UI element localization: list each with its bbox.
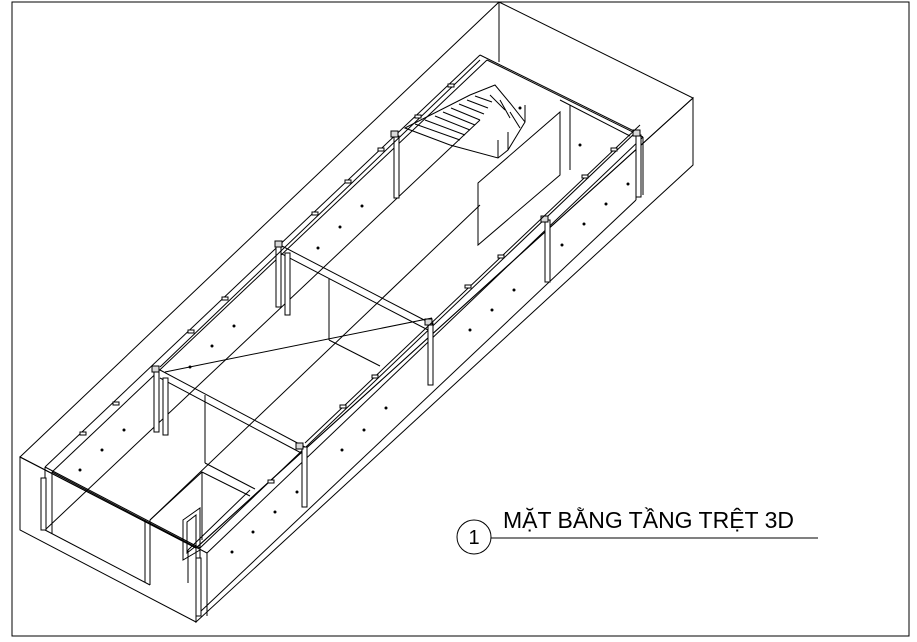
column: [153, 369, 160, 433]
callout-circle: [456, 519, 492, 555]
column: [544, 219, 551, 283]
column: [40, 477, 47, 531]
column: [301, 446, 308, 508]
door: [182, 507, 201, 561]
interior-walls: [144, 99, 631, 585]
wall-dots: [78, 106, 630, 554]
drawing-title: MẶT BẰNG TẦNG TRỆT 3D: [503, 506, 794, 533]
callout-number: 1: [468, 527, 479, 549]
outer-walls: [44, 54, 644, 616]
column: [635, 134, 642, 198]
column: [427, 322, 434, 386]
staircase: [403, 84, 526, 159]
column-caps: [151, 129, 641, 450]
column: [195, 557, 202, 617]
wall-notches: [79, 83, 618, 484]
sheet-frame: [11, 1, 910, 637]
column: [275, 244, 282, 308]
drawing-caption: 1 MẶT BẰNG TẦNG TRỆT 3D: [456, 506, 818, 555]
columns: [40, 134, 642, 617]
column: [284, 252, 291, 316]
column: [162, 377, 169, 436]
beams: [159, 59, 641, 444]
column: [393, 135, 400, 199]
